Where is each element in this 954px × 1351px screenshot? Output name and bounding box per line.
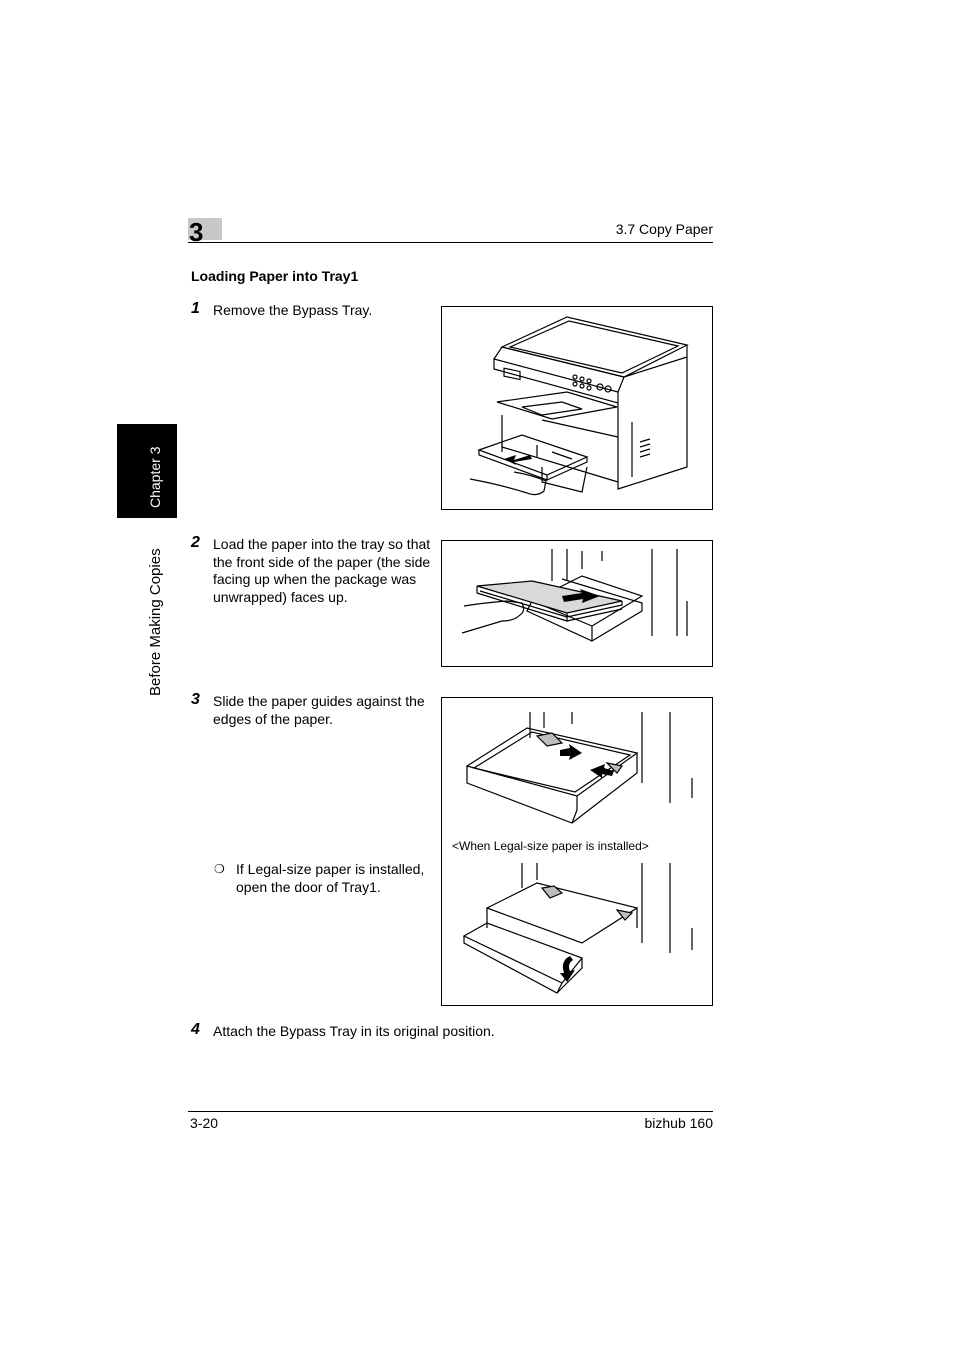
step-3-line-1: Slide the paper guides against the bbox=[213, 693, 425, 709]
page-number: 3-20 bbox=[190, 1115, 219, 1131]
product-name: bizhub 160 bbox=[644, 1115, 713, 1131]
step-2-line-2: the front side of the paper (the side bbox=[213, 553, 431, 570]
section-title: 3.7 Copy Paper bbox=[615, 221, 713, 237]
copier-illustration bbox=[469, 316, 689, 496]
chapter-tab bbox=[117, 424, 177, 518]
step-3-text: Slide the paper guides against the edges… bbox=[213, 693, 435, 728]
figure-caption: <When Legal-size paper is installed> bbox=[452, 839, 649, 853]
step-4-text: Attach the Bypass Tray in its original p… bbox=[213, 1023, 495, 1039]
step-3-line-2: edges of the paper. bbox=[213, 710, 333, 727]
side-section-label: Before Making Copies bbox=[147, 548, 164, 696]
figure-load-paper bbox=[441, 540, 713, 667]
paper-loading-illustration bbox=[461, 549, 688, 643]
chapter-number-box bbox=[188, 218, 222, 240]
header-divider bbox=[188, 242, 713, 243]
step-2-line-1: Load the paper into the tray so that bbox=[213, 536, 431, 552]
page-heading: Loading Paper into Tray1 bbox=[191, 268, 359, 284]
note-bullet: ❍ bbox=[214, 862, 225, 876]
note-line-1: If Legal-size paper is installed, bbox=[236, 861, 425, 877]
note-text: If Legal-size paper is installed, open t… bbox=[236, 861, 436, 896]
footer-divider bbox=[188, 1111, 713, 1112]
chapter-number: 3 bbox=[189, 217, 204, 247]
step-1-number: 1 bbox=[191, 300, 200, 317]
step-1-text: Remove the Bypass Tray. bbox=[213, 302, 373, 318]
step-2-number: 2 bbox=[191, 534, 200, 551]
legal-size-illustration bbox=[462, 863, 693, 994]
figure-paper-guides: <When Legal-size paper is installed> bbox=[441, 697, 713, 1006]
step-3-number: 3 bbox=[191, 691, 200, 708]
step-2-text: Load the paper into the tray so that the… bbox=[213, 536, 435, 606]
step-4-number: 4 bbox=[191, 1021, 200, 1038]
step-2-line-4: unwrapped) faces up. bbox=[213, 588, 348, 605]
step-2-line-3: facing up when the package was bbox=[213, 571, 417, 587]
paper-guides-illustration bbox=[465, 712, 693, 824]
figure-remove-bypass-tray bbox=[441, 306, 713, 510]
chapter-tab-label: Chapter 3 bbox=[147, 446, 163, 508]
note-line-2: open the door of Tray1. bbox=[236, 878, 381, 895]
